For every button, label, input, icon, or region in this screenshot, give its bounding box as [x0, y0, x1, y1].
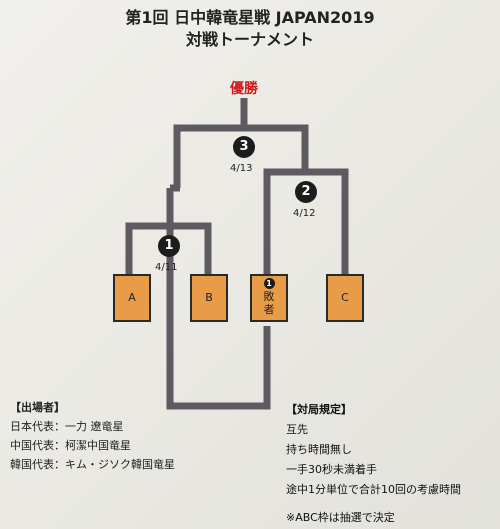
slot-c: C — [326, 274, 364, 322]
match-1-badge: 1 — [158, 235, 180, 257]
slot-a-label: A — [128, 291, 136, 304]
players-header: 【出場者】 — [10, 401, 65, 414]
match-1-date: 4/11 — [155, 262, 178, 273]
slot-b: B — [190, 274, 228, 322]
rules-note: ※ABC枠は抽選で決定 — [286, 511, 395, 524]
rule-item: 途中1分単位で合計10回の考慮時間 — [286, 483, 461, 496]
rules-header: 【対局規定】 — [286, 403, 352, 416]
slot-b-label: B — [205, 291, 213, 304]
loser-loop — [166, 226, 271, 410]
players-section: 【出場者】 日本代表：一力 遼竜星 中国代表：柯潔中国竜星 韓国代表：キム・ジソ… — [10, 398, 175, 474]
loser-match-badge: 1 — [263, 278, 275, 289]
winner-label: 優勝 — [230, 81, 258, 97]
slot-c-label: C — [341, 291, 349, 304]
match-2-line — [263, 168, 349, 278]
slot-a: A — [113, 274, 151, 322]
rule-item: 持ち時間無し — [286, 443, 352, 456]
rule-item: 互先 — [286, 423, 308, 436]
slot-loser: 1 敗者 — [250, 274, 288, 322]
player-japan: 日本代表：一力 遼竜星 — [10, 420, 124, 433]
match-3-date: 4/13 — [230, 163, 253, 174]
match-3-badge: 3 — [233, 136, 255, 158]
rules-section: 【対局規定】 互先 持ち時間無し 一手30秒未満着手 途中1分単位で合計10回の… — [286, 400, 461, 528]
player-china: 中国代表：柯潔中国竜星 — [10, 439, 131, 452]
match-3-line — [173, 124, 309, 188]
page-subtitle: 対戦トーナメント — [185, 30, 314, 49]
rule-item: 一手30秒未満着手 — [286, 463, 377, 476]
match-2-date: 4/12 — [293, 208, 316, 219]
slot-loser-label: 敗者 — [263, 290, 275, 316]
page-title: 第1回 日中韓竜星戦 JAPAN2019 — [125, 8, 375, 27]
player-korea: 韓国代表：キム・ジソク韓国竜星 — [10, 458, 175, 471]
match-2-badge: 2 — [295, 181, 317, 203]
